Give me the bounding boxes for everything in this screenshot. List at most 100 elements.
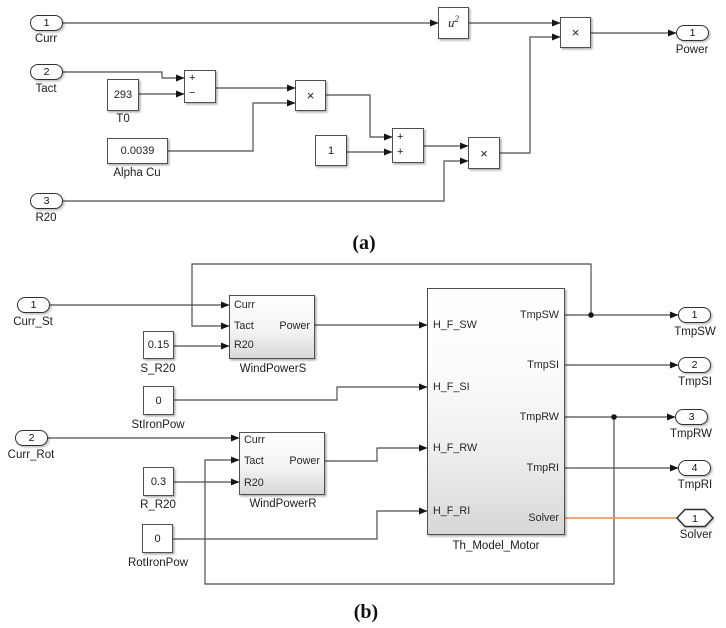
wire-tmprw-feedback[interactable] bbox=[204, 417, 615, 585]
math-square-block[interactable]: u2 bbox=[438, 7, 469, 39]
inport-r20-number: 3 bbox=[43, 195, 50, 207]
square-expression: u2 bbox=[448, 14, 459, 31]
square-exponent: 2 bbox=[454, 14, 459, 25]
subsystem-windpowers-label: WindPowerS bbox=[239, 363, 307, 375]
product-block-1[interactable]: × bbox=[295, 80, 326, 111]
outport-tmpsi-number: 2 bbox=[691, 359, 698, 371]
inport-curr-st[interactable]: 1 bbox=[17, 297, 50, 313]
constant-t0[interactable]: 293 bbox=[107, 79, 139, 111]
constant-alpha-value: 0.0039 bbox=[120, 145, 155, 157]
subsystem-windpowerr[interactable]: Curr Tact R20 Power bbox=[239, 432, 325, 495]
constant-s-r20-value: 0.15 bbox=[147, 339, 170, 351]
wpr-port-curr: Curr bbox=[244, 434, 265, 446]
wire-alpha-to-prod1[interactable] bbox=[168, 99, 296, 152]
outport-tmprw-number: 3 bbox=[688, 411, 695, 423]
motor-port-solver: Solver bbox=[528, 512, 559, 524]
constant-r-r20[interactable]: 0.3 bbox=[143, 467, 174, 496]
inport-tact-number: 2 bbox=[43, 66, 50, 78]
motor-port-tmpri: TmpRI bbox=[526, 462, 559, 474]
outport-tmpri-number: 4 bbox=[691, 462, 698, 474]
sum-block-1[interactable]: + − bbox=[184, 70, 216, 103]
outport-tmpsw-number: 1 bbox=[691, 309, 698, 321]
inport-curr-st-number: 1 bbox=[30, 299, 37, 311]
motor-port-tmpsi: TmpSI bbox=[527, 359, 559, 371]
inport-tact[interactable]: 2 bbox=[30, 64, 63, 80]
wire-wpr-to-hfrw[interactable] bbox=[325, 444, 428, 462]
inport-r20[interactable]: 3 bbox=[30, 193, 63, 209]
motor-port-hfrw: H_F_RW bbox=[433, 442, 478, 454]
inport-curr[interactable]: 1 bbox=[30, 15, 63, 31]
constant-rotironpow-value: 0 bbox=[154, 532, 161, 545]
wire-prod1-to-sum2[interactable] bbox=[326, 94, 393, 141]
subsystem-th-model-motor[interactable]: H_F_SW H_F_SI H_F_RW H_F_RI TmpSW TmpSI … bbox=[427, 288, 565, 535]
inport-r20-label: R20 bbox=[35, 212, 57, 224]
subsystem-th-model-motor-label: Th_Model_Motor bbox=[452, 540, 540, 552]
wire-prod3-to-prod2[interactable] bbox=[500, 33, 561, 154]
inport-tact-label: Tact bbox=[35, 83, 57, 95]
solver-port-hexagon bbox=[676, 508, 714, 528]
product2-symbol: × bbox=[571, 25, 580, 40]
inport-curr-rot[interactable]: 2 bbox=[15, 430, 48, 446]
outport-tmpri[interactable]: 4 bbox=[678, 460, 711, 476]
constant-alpha-cu[interactable]: 0.0039 bbox=[107, 138, 168, 164]
constant-stironpow-label: StIronPow bbox=[131, 419, 185, 431]
inport-curr-st-label: Curr_St bbox=[13, 316, 53, 328]
sum2-plus-top-sign: + bbox=[397, 131, 404, 143]
solver-connection-port[interactable]: 1 bbox=[676, 508, 714, 528]
outport-power-number: 1 bbox=[689, 27, 696, 39]
wps-port-tact: Tact bbox=[234, 320, 254, 332]
product-block-3[interactable]: × bbox=[468, 137, 500, 169]
motor-port-tmpsw: TmpSW bbox=[520, 309, 559, 321]
caption-b: (b) bbox=[353, 601, 379, 623]
wire-rotiron-to-hfri[interactable] bbox=[173, 507, 428, 540]
constant-rotironpow[interactable]: 0 bbox=[142, 524, 173, 553]
outport-tmpsi[interactable]: 2 bbox=[678, 357, 711, 373]
constant-rotironpow-label: RotIronPow bbox=[127, 557, 189, 569]
wire-stiron-to-hfsi[interactable] bbox=[174, 383, 428, 401]
wps-port-power: Power bbox=[279, 320, 310, 332]
solver-port-number: 1 bbox=[692, 513, 698, 525]
constant-s-r20[interactable]: 0.15 bbox=[143, 331, 174, 359]
constant-r-r20-label: R_R20 bbox=[140, 499, 176, 511]
inport-curr-label: Curr bbox=[34, 33, 58, 45]
constant-t0-label: T0 bbox=[116, 113, 130, 125]
motor-port-hfsw: H_F_SW bbox=[433, 319, 477, 331]
inport-curr-number: 1 bbox=[43, 17, 50, 29]
constant-t0-value: 293 bbox=[113, 89, 133, 101]
product3-symbol: × bbox=[480, 145, 488, 161]
constant-r-r20-value: 0.3 bbox=[150, 475, 167, 488]
wpr-port-tact: Tact bbox=[244, 455, 264, 467]
wpr-port-r20: R20 bbox=[244, 477, 264, 489]
wire-tact-to-sum1[interactable] bbox=[63, 71, 185, 82]
sum1-plus-sign: + bbox=[189, 72, 196, 84]
inport-curr-rot-label: Curr_Rot bbox=[7, 449, 55, 461]
sum2-plus-bottom-sign: + bbox=[397, 146, 404, 158]
constant-one[interactable]: 1 bbox=[315, 135, 347, 166]
product1-symbol: × bbox=[306, 88, 315, 103]
outport-tmprw[interactable]: 3 bbox=[675, 409, 708, 425]
motor-port-hfri: H_F_RI bbox=[433, 505, 471, 517]
product-block-2[interactable]: × bbox=[560, 17, 591, 48]
constant-stironpow-value: 0 bbox=[155, 394, 162, 407]
outport-tmpri-label: TmpRI bbox=[677, 479, 713, 491]
sum1-minus-sign: − bbox=[189, 87, 196, 99]
outport-power-label: Power bbox=[675, 44, 709, 56]
motor-port-tmprw: TmpRW bbox=[519, 411, 559, 423]
sum-block-2[interactable]: + + bbox=[392, 128, 424, 163]
outport-tmpsw[interactable]: 1 bbox=[678, 307, 711, 323]
outport-tmpsw-label: TmpSW bbox=[674, 326, 716, 338]
outport-tmprw-label: TmpRW bbox=[670, 428, 712, 440]
junction-dot-tmprw bbox=[611, 414, 617, 420]
junction-dot-tmpsw bbox=[588, 312, 594, 318]
constant-stironpow[interactable]: 0 bbox=[143, 386, 174, 415]
subsystem-windpowerr-label: WindPowerR bbox=[249, 498, 317, 510]
constant-one-value: 1 bbox=[327, 144, 335, 157]
outport-power[interactable]: 1 bbox=[676, 25, 709, 41]
wire-tmpsw-feedback[interactable] bbox=[191, 263, 592, 330]
outport-tmpsi-label: TmpSI bbox=[678, 376, 712, 388]
wpr-port-power: Power bbox=[289, 455, 320, 467]
motor-port-hfsi: H_F_SI bbox=[433, 381, 470, 393]
subsystem-windpowers[interactable]: Curr Tact R20 Power bbox=[229, 295, 315, 359]
wire-r20-to-prod3[interactable] bbox=[63, 157, 469, 202]
